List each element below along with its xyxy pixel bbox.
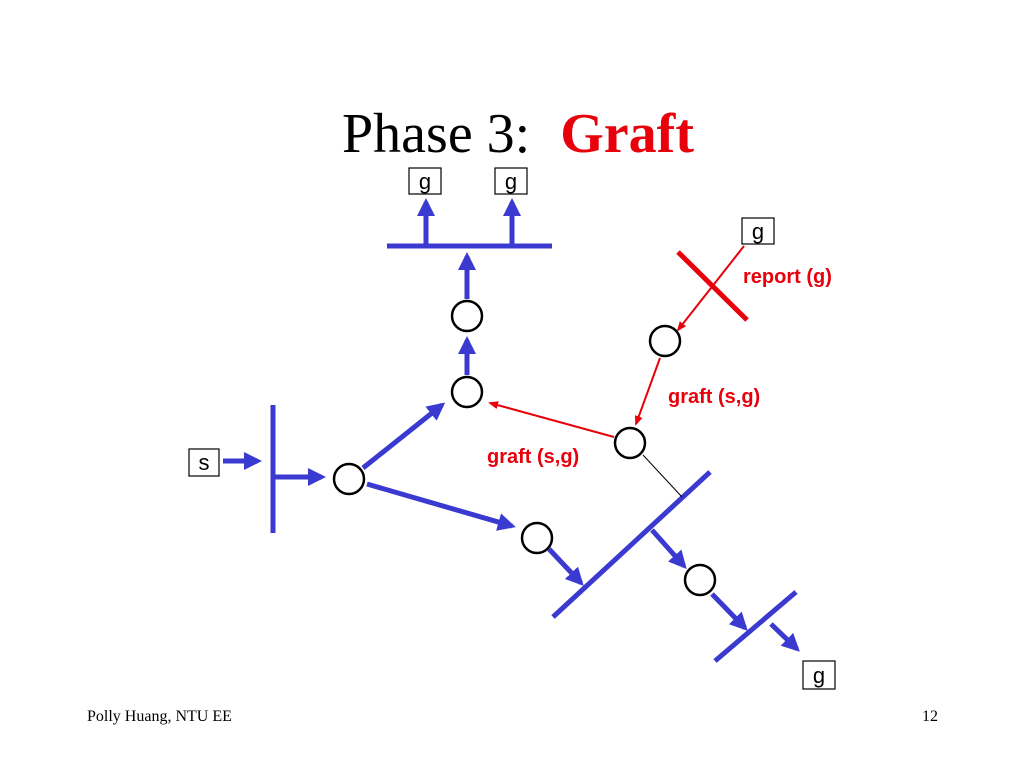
middle-lan — [551, 470, 712, 619]
router-source — [332, 462, 366, 496]
receiver-label: g — [505, 169, 517, 194]
receiver-label: g — [813, 663, 825, 688]
title-accent: Graft — [560, 103, 694, 165]
receiver-box-bottom: g — [802, 660, 836, 690]
slide-title: Phase 3: Graft — [0, 100, 1024, 168]
receiver-box-top-left: g — [408, 167, 442, 195]
router-graft — [613, 426, 647, 460]
graft-label-lower: graft (s,g) — [487, 446, 579, 468]
router-upper — [450, 375, 484, 409]
page-number: 12 — [922, 708, 938, 725]
graft-arrow-lower — [488, 401, 615, 438]
footer-author: Polly Huang, NTU EE — [87, 708, 232, 725]
graft-label-upper: graft (s,g) — [668, 386, 760, 408]
lower-lan — [713, 590, 798, 663]
arrow-lan-to-receiver-bottom — [769, 622, 800, 652]
source-box: s — [188, 448, 220, 477]
arrow-lan-to-router-right — [650, 528, 687, 569]
arrow-router-to-lower — [366, 481, 516, 531]
receiver-label: g — [419, 169, 431, 194]
router-right — [683, 563, 717, 597]
receiver-box-new-member: g — [741, 217, 775, 245]
router-new-member — [648, 324, 682, 358]
arrow-lower-to-lan — [547, 547, 584, 586]
title-prefix: Phase 3: — [342, 103, 531, 165]
graft-arrow-upper — [634, 357, 661, 426]
arrow-router-to-upper — [361, 402, 446, 470]
source-label: s — [199, 450, 210, 475]
arrow-router-to-lan-lower — [710, 592, 748, 631]
receiver-box-top-right: g — [494, 167, 528, 195]
report-label: report (g) — [743, 266, 832, 288]
report-arrow — [676, 245, 745, 332]
receiver-label: g — [752, 219, 764, 244]
pruned-link — [642, 454, 683, 498]
router-top — [450, 299, 484, 333]
router-lower — [520, 521, 554, 555]
